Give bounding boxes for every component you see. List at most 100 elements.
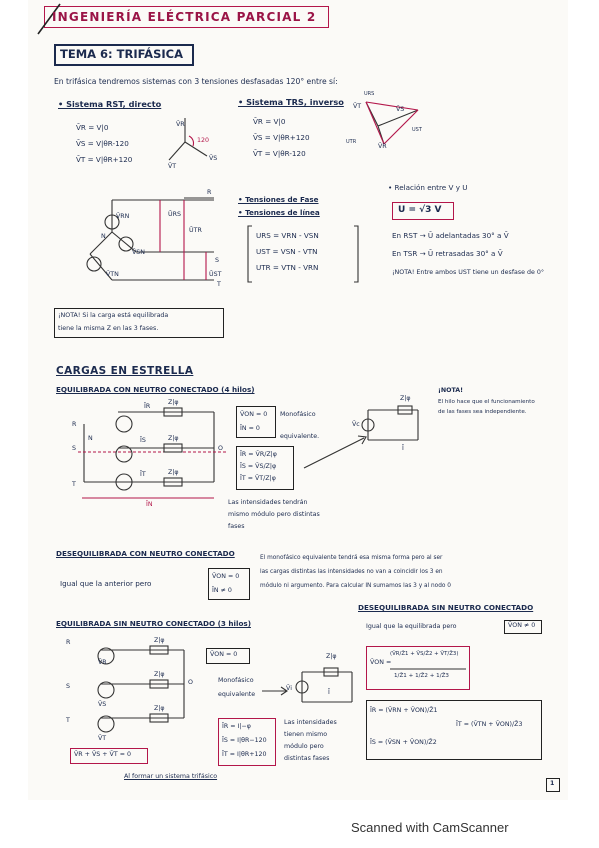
eq3-mono2: equivalente <box>218 691 256 698</box>
deseq-sin-is: ĪS = (V̄SN + V̄ON)/Z̄2 <box>370 739 437 746</box>
eq3-box2 <box>218 718 276 766</box>
deseq-neutro-box-b: ĪN ≠ 0 <box>212 587 232 594</box>
deseq-neutro-heading: DESEQUILIBRADA CON NEUTRO CONECTADO <box>56 549 235 558</box>
header-title: INGENIERÍA ELÉCTRICA PARCIAL 2 <box>52 10 317 24</box>
eq3-note3: módulo pero <box>284 743 324 750</box>
gen-label-t: T <box>217 281 221 288</box>
eq3-bottom-text: V̄R + V̄S + V̄T = 0 <box>74 751 131 758</box>
deseq-sin-currents-box <box>366 700 542 760</box>
scanner-watermark: Scanned with CamScanner <box>351 820 509 835</box>
eq4-z2: Z|φ <box>168 435 179 442</box>
notebook-page: INGENIERÍA ELÉCTRICA PARCIAL 2 TEMA 6: T… <box>28 0 568 800</box>
eq4-note3: fases <box>228 523 245 530</box>
tensiones-fase: • Tensiones de Fase <box>238 195 319 204</box>
deseq-sin-box <box>504 620 542 634</box>
rst-eq2: V̄S = V|θR-120 <box>76 139 129 148</box>
header-box <box>44 6 329 28</box>
trs-eq2: V̄S = V|θR+120 <box>253 133 310 142</box>
eq4-label-o: O <box>218 445 223 452</box>
eq4-z3: Z|φ <box>168 469 179 476</box>
relacion-heading: • Relación entre V y U <box>388 183 468 192</box>
eq4-ir: ĪR <box>144 403 151 410</box>
deseq-neutro-igual: Igual que la anterior pero <box>60 579 152 588</box>
eq4-mono-circuit <box>361 405 419 441</box>
trs-label-vt: V̄T <box>353 103 362 110</box>
topic-box <box>54 44 194 66</box>
deseq-sin-ir: ĪR = (V̄RN + V̄ON)/Z̄1 <box>370 707 438 714</box>
deseq-neutro-text3: módulo ni argumento. Para calcular IN su… <box>260 583 451 589</box>
deseq-sin-igual: Igual que la equilibrada pero <box>366 623 457 630</box>
topic-title: TEMA 6: TRIFÁSICA <box>60 47 183 61</box>
eq4-box2c: ĪT = V̄T/Z|φ <box>240 475 276 482</box>
gen-label-s: S <box>215 257 219 264</box>
eq3-mono-zlp: Z|φ <box>326 653 337 660</box>
gen-ust: ŪST <box>209 271 222 278</box>
eq4-arrow <box>303 435 367 469</box>
eq3-box2b: ĪS = I|θR−120 <box>222 737 267 744</box>
eq4-box1 <box>236 406 276 438</box>
rst-heading: • Sistema RST, directo <box>58 99 162 109</box>
eq3-circuit <box>97 645 185 733</box>
eq3-box2c: ĪT = I|θR+120 <box>222 751 267 758</box>
eq3-note4: distintas fases <box>284 755 330 762</box>
eq4-note2: mismo módulo pero distintas <box>228 511 320 518</box>
rst-label-s: V̄S <box>209 155 218 162</box>
gen-label-n: N <box>101 233 106 240</box>
eq4-label-n: N <box>88 435 93 442</box>
eq3-mono-circuit <box>295 667 353 703</box>
deseq-sin-von-lhs: V̄ON = <box>370 659 392 666</box>
rst-label-r: V̄R <box>176 121 185 128</box>
eq3-box1-text: V̄ON = 0 <box>210 651 238 658</box>
eq3-label-t: T <box>66 717 70 724</box>
eq4-box2a: ĪR = V̄R/Z|φ <box>240 451 277 458</box>
deseq-sin-box-text: V̄ON ≠ 0 <box>508 622 536 629</box>
eq4-box2b: ĪS = V̄S/Z|φ <box>240 463 277 470</box>
eq4-circuit <box>78 407 228 499</box>
eq4-is: ĪS <box>140 437 146 444</box>
nota1-box <box>54 308 224 338</box>
rst-eq3: V̄T = V|θR+120 <box>76 155 133 164</box>
eq3-bottom-box <box>70 748 148 764</box>
eq4-nota2: de las fases sea independiente. <box>438 409 527 415</box>
eq3-box1 <box>206 648 250 664</box>
eq4-it: ĪT <box>140 471 146 478</box>
eq4-mono2: equivalente. <box>280 433 320 440</box>
eq4-z1: Z|φ <box>168 399 179 406</box>
tensiones-eq3: UTR = VTN - VRN <box>256 263 319 272</box>
trs-label-urs: URS <box>364 91 375 97</box>
tensiones-bracket <box>247 225 359 283</box>
eq4-mono-vc: V̄c <box>352 421 360 428</box>
deseq-sin-den: 1/Z̄1 + 1/Z̄2 + 1/Z̄3 <box>394 673 449 679</box>
eq4-note1: Las intensidades tendrán <box>228 499 308 506</box>
relacion-rst: En RST → Ū adelantadas 30° a V̄ <box>392 231 509 240</box>
eq3-label-r: R <box>66 639 71 646</box>
eq4-heading: EQUILIBRADA CON NEUTRO CONECTADO (4 hilo… <box>56 385 255 394</box>
deseq-sin-heading: DESEQUILIBRADA SIN NEUTRO CONECTADO <box>358 603 534 612</box>
eq3-vs: V̄S <box>98 701 107 708</box>
eq3-z3: Z|φ <box>154 705 165 712</box>
trs-eq3: V̄T = V|θR-120 <box>253 149 306 158</box>
deseq-sin-num: (V̄R/Z̄1 + V̄S/Z̄2 + V̄T/Z̄3) <box>390 651 459 657</box>
deseq-neutro-text1: El monofásico equivalente tendrá esa mis… <box>260 555 443 561</box>
eq4-label-r: R <box>72 421 77 428</box>
trs-label-vs: V̄S <box>396 106 405 113</box>
gen-vsn: V̄SN <box>132 249 146 256</box>
eq3-al-formar: Al formar un sistema trifásico <box>124 773 218 780</box>
nota1-line1: ¡NOTA! Si la carga está equilibrada <box>58 312 169 319</box>
intro-text: En trifásica tendremos sistemas con 3 te… <box>54 77 338 86</box>
rst-phasor-diagram <box>168 118 208 161</box>
eq3-z2: Z|φ <box>154 671 165 678</box>
eq3-arrow <box>262 686 288 696</box>
eq3-label-s: S <box>66 683 70 690</box>
eq4-label-s: S <box>72 445 76 452</box>
gen-vtn: V̄TN <box>106 271 119 278</box>
tensiones-linea: • Tensiones de línea <box>238 208 320 217</box>
nota1-line2: tiene la misma Z en las 3 fases. <box>58 325 159 332</box>
relacion-formula: U = √3 V <box>398 205 442 215</box>
eq4-nota-title: ¡NOTA! <box>438 387 464 394</box>
page-number-box <box>546 778 560 792</box>
eq4-box1a: V̄ON = 0 <box>240 411 268 418</box>
eq3-mono-i: Ī <box>328 689 330 696</box>
relacion-trs: En TSR → Ū retrasadas 30° a V̄ <box>392 249 503 258</box>
eq4-mono-zlp: Z|φ <box>400 395 411 402</box>
